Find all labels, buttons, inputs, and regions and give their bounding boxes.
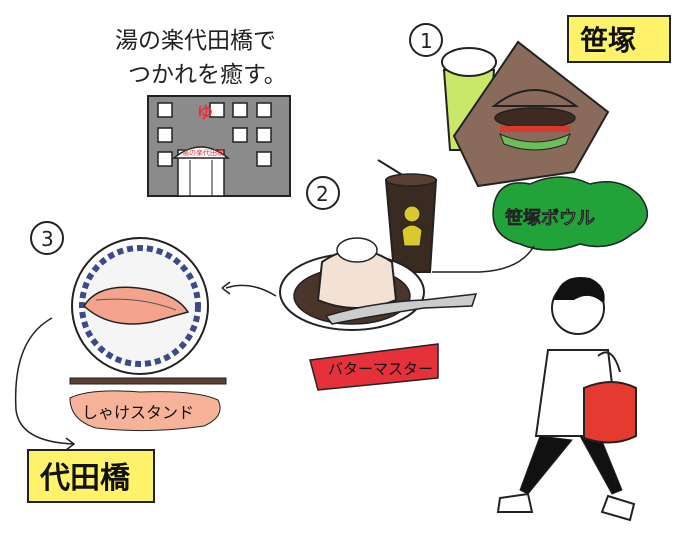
daitabashi-label-box bbox=[27, 449, 155, 503]
caption-line-2: つかれを癒す。 bbox=[128, 62, 287, 88]
sasazuka-bowl-blob bbox=[492, 176, 649, 251]
step-2-number: 2 bbox=[316, 182, 329, 206]
bathhouse-building bbox=[147, 95, 291, 197]
salmon-stand-counter bbox=[69, 377, 227, 385]
step-3-marker bbox=[30, 221, 64, 255]
sasazuka-station-name: 笹塚 bbox=[580, 24, 636, 57]
step-1-number: 1 bbox=[420, 29, 433, 53]
connector-3-to-daitabashi bbox=[14, 317, 75, 445]
step-1-marker bbox=[409, 23, 443, 57]
daitabashi-station-name: 代田橋 bbox=[39, 461, 131, 496]
red-tote-bag bbox=[583, 351, 637, 444]
bathhouse-curtain-text: 湯の楽代田橋 bbox=[182, 148, 224, 157]
sasazuka-bowl-name: 笹塚ボウル bbox=[505, 207, 595, 229]
salmon-stand-banner bbox=[69, 390, 221, 432]
caption-line-1: 湯の楽代田橋で bbox=[115, 28, 276, 54]
connector-2-to-3 bbox=[225, 284, 277, 297]
step-3-number: 3 bbox=[41, 227, 54, 251]
bathhouse-roof-sign: ゆ bbox=[197, 103, 213, 122]
butter-master-name: バターマスター bbox=[328, 360, 433, 378]
iced-coffee-glass bbox=[377, 159, 438, 273]
step-2-marker bbox=[306, 176, 340, 210]
salmon-stand-name: しゃけスタンド bbox=[82, 403, 194, 422]
sasazuka-label-box bbox=[567, 15, 671, 63]
burger-bag bbox=[452, 40, 610, 188]
salmon-rice-bowl bbox=[71, 237, 209, 375]
butter-master-banner bbox=[309, 343, 439, 391]
walking-person bbox=[496, 276, 636, 522]
connector-1-to-2 bbox=[432, 245, 535, 273]
pudding-plate bbox=[279, 237, 478, 331]
